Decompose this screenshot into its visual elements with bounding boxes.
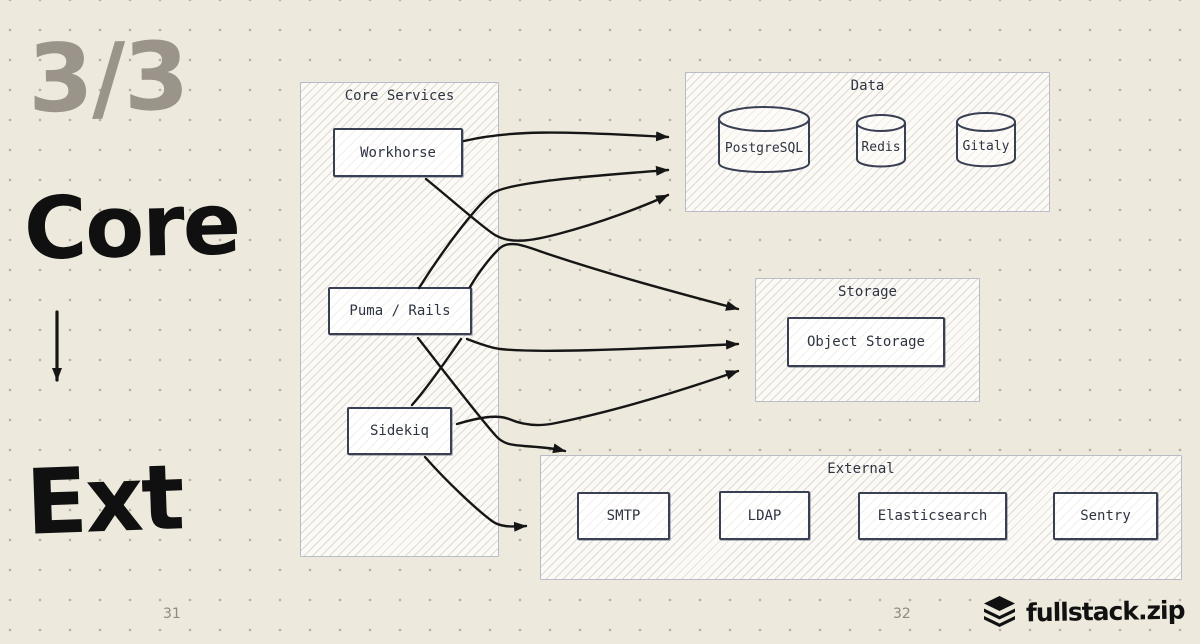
node-puma-rails-label: Puma / Rails (349, 303, 451, 319)
layers-stack-icon (983, 596, 1015, 627)
node-ldap: LDAP (719, 491, 810, 540)
database-cylinder-icon (856, 114, 906, 168)
brand-name: fullstack.zip (1025, 595, 1185, 628)
slide-title-core: Core (22, 174, 241, 280)
node-object-storage: Object Storage (787, 317, 945, 367)
edge-puma-to-storage-1 (468, 242, 740, 311)
node-elasticsearch: Elasticsearch (858, 492, 1007, 540)
node-gitaly-label: Gitaly (962, 139, 1010, 154)
node-workhorse-label: Workhorse (360, 144, 436, 161)
node-redis-label: Redis (861, 140, 901, 155)
edge-sidekiq-to-storage (455, 369, 740, 427)
node-sidekiq-label: Sidekiq (369, 423, 429, 439)
cylinder-gitaly: Gitaly (955, 111, 1017, 170)
group-label-core-services: Core Services (344, 88, 455, 104)
node-sentry: Sentry (1053, 492, 1158, 540)
brand-logo: fullstack.zip (982, 594, 1184, 629)
node-puma-rails: Puma / Rails (328, 287, 472, 335)
group-label-data: Data (850, 78, 885, 94)
progress-label: 3/3 (27, 22, 189, 135)
group-label-external: External (827, 461, 895, 477)
database-cylinder-icon (718, 106, 810, 173)
page-number-left: 31 (163, 606, 181, 622)
database-cylinder-icon (956, 112, 1016, 168)
node-smtp-label: SMTP (606, 508, 641, 524)
node-smtp: SMTP (577, 492, 670, 540)
page-number-right: 32 (893, 606, 911, 622)
group-label-storage: Storage (837, 284, 897, 300)
cylinder-postgresql: PostgreSQL (717, 105, 811, 177)
node-ldap-label: LDAP (747, 507, 782, 524)
node-elasticsearch-label: Elasticsearch (877, 508, 988, 524)
node-postgresql-label: PostgreSQL (724, 141, 804, 156)
node-sentry-label: Sentry (1080, 508, 1131, 524)
node-workhorse: Workhorse (333, 128, 463, 177)
cylinder-redis: Redis (855, 113, 907, 170)
edge-puma-to-storage-2 (465, 337, 740, 353)
slide-title-ext: Ext (24, 445, 185, 556)
node-sidekiq: Sidekiq (347, 407, 452, 455)
node-object-storage-label: Object Storage (806, 334, 925, 350)
